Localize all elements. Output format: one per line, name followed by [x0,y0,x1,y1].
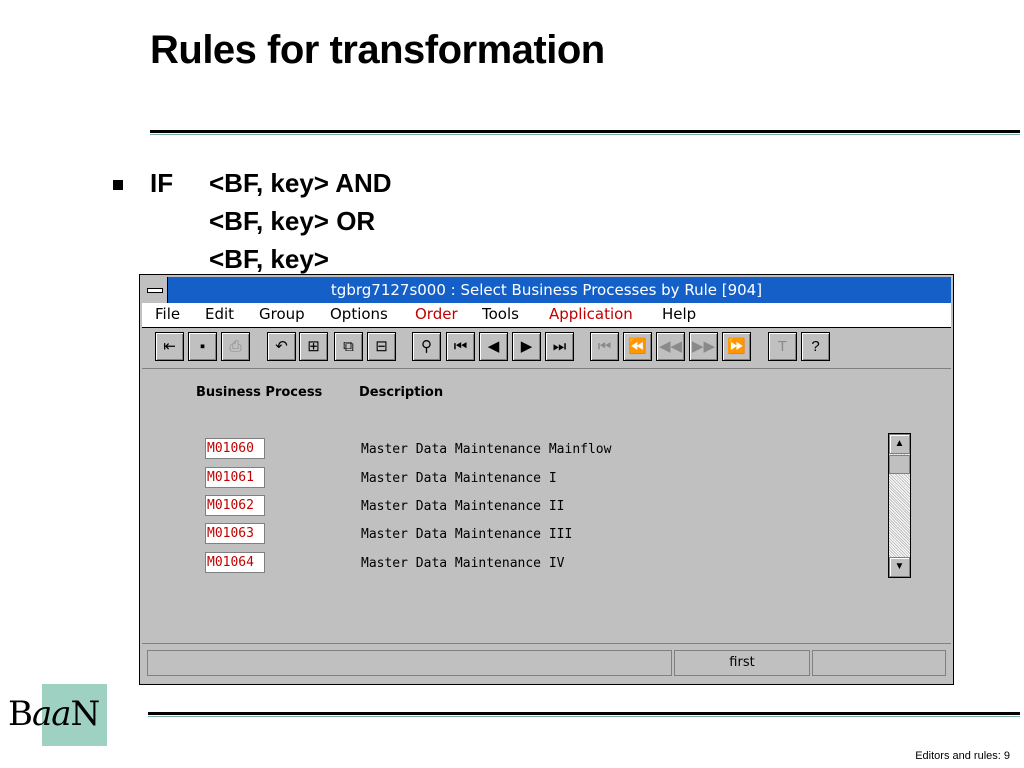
app-window: tgbrg7127s000 : Select Business Processe… [139,274,954,685]
slide-footer: Editors and rules: 9 [915,750,1010,762]
rule-if-keyword: IF [150,168,174,198]
footer-divider-accent [148,716,1020,717]
first-set-icon[interactable]: ⏮ [590,332,619,361]
menu-application[interactable]: Application [549,305,633,323]
copy-icon[interactable]: ⧉ [334,332,363,361]
description-text: Master Data Maintenance IV [361,556,565,571]
vertical-scrollbar[interactable]: ▲ ▼ [888,433,911,578]
exit-icon[interactable]: ⇤ [155,332,184,361]
description-text: Master Data Maintenance III [361,527,573,542]
status-field-extra [812,650,946,676]
title-divider-accent [150,134,1020,135]
print-icon[interactable]: ⎙ [221,332,250,361]
menu-bar: File Edit Group Options Order Tools Appl… [142,303,951,328]
insert-icon[interactable]: ⊞ [299,332,328,361]
window-titlebar[interactable]: tgbrg7127s000 : Select Business Processe… [142,277,951,303]
menu-help[interactable]: Help [662,305,697,323]
baan-logo: BaaN [8,694,100,734]
business-process-field[interactable]: M01064 [205,552,265,573]
menu-file[interactable]: File [155,305,181,323]
previous-set-icon[interactable]: ⏪ [623,332,652,361]
system-menu-button[interactable] [142,277,168,303]
slide-title: Rules for transformation [150,28,605,72]
business-process-field[interactable]: M01063 [205,523,265,544]
find-icon[interactable]: ⚲ [412,332,441,361]
status-bar: first [142,643,951,682]
toolbar: ⇤ ▪ ⎙ ↶ ⊞ ⧉ ⊟ ⚲ ⏮ ◀ ▶ ⏭ ⏮ ⏪ ◀◀ ▶▶ ⏩ T ? [142,328,951,369]
rule-line: <BF, key> OR [209,206,376,236]
next-page-icon[interactable]: ▶▶ [689,332,718,361]
previous-page-icon[interactable]: ◀◀ [656,332,685,361]
rule-line: <BF, key> AND [209,168,392,198]
logo-background [42,684,107,746]
title-divider [150,130,1020,133]
system-menu-icon [147,288,163,293]
description-text: Master Data Maintenance Mainflow [361,442,612,457]
menu-tools[interactable]: Tools [482,305,519,323]
menu-edit[interactable]: Edit [205,305,235,323]
scroll-down-icon[interactable]: ▼ [889,557,910,577]
business-process-field[interactable]: M01062 [205,495,265,516]
business-process-field[interactable]: M01060 [205,438,265,459]
next-record-icon[interactable]: ▶ [512,332,541,361]
first-record-icon[interactable]: ⏮ [446,332,475,361]
delete-icon[interactable]: ⊟ [367,332,396,361]
previous-record-icon[interactable]: ◀ [479,332,508,361]
save-icon[interactable]: ▪ [188,332,217,361]
menu-options[interactable]: Options [330,305,388,323]
scroll-up-icon[interactable]: ▲ [889,434,910,454]
menu-order[interactable]: Order [415,305,458,323]
scroll-thumb[interactable] [889,455,910,474]
footer-divider [148,712,1020,715]
last-set-icon[interactable]: ⏩ [722,332,751,361]
description-text: Master Data Maintenance II [361,499,565,514]
help-icon[interactable]: ? [801,332,830,361]
business-process-field[interactable]: M01061 [205,467,265,488]
menu-group[interactable]: Group [259,305,305,323]
bullet-icon [113,180,123,190]
window-title: tgbrg7127s000 : Select Business Processe… [330,281,763,299]
column-header-business-process: Business Process [196,385,323,400]
description-text: Master Data Maintenance I [361,471,557,486]
last-record-icon[interactable]: ⏭ [545,332,574,361]
column-header-description: Description [359,385,444,400]
status-field-message [147,650,672,676]
undo-icon[interactable]: ↶ [267,332,296,361]
rule-line: <BF, key> [209,244,329,274]
status-field-position: first [674,650,810,676]
text-icon[interactable]: T [768,332,797,361]
